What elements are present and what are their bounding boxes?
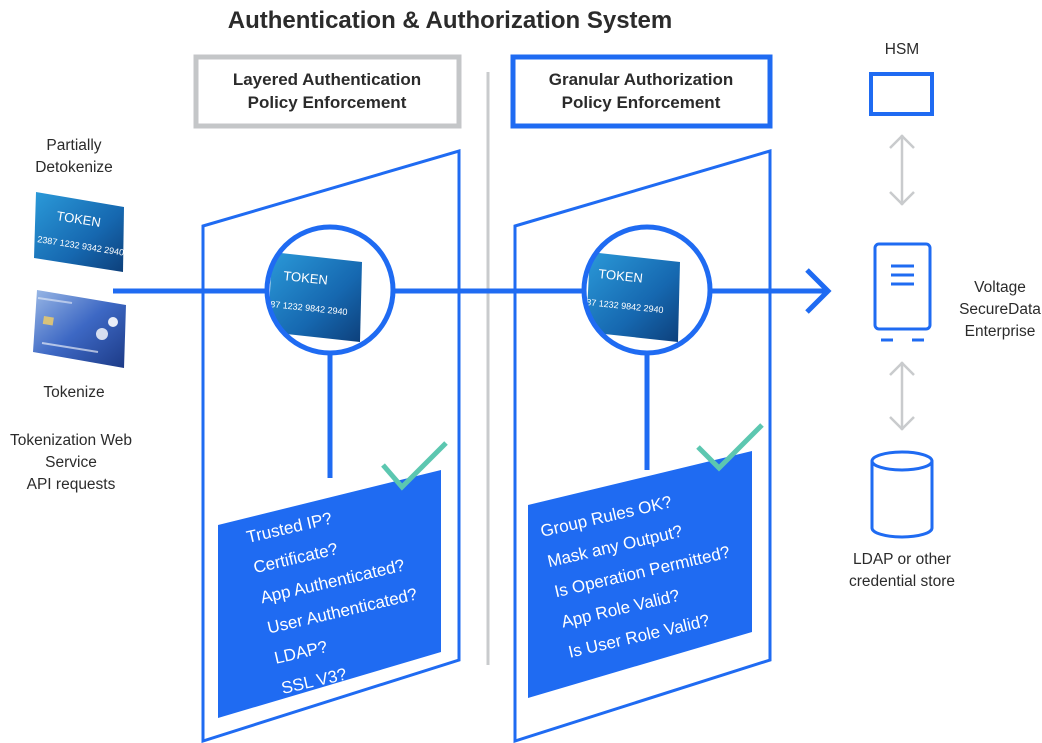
auth-lens-circle: [264, 224, 396, 356]
token-card-icon: TOKEN 2387 1232 9342 2940: [34, 192, 125, 272]
authz-lens-circle: [581, 224, 713, 356]
double-arrow-icon: [889, 134, 915, 206]
partially-label: Partially: [46, 137, 101, 154]
ldap-line2: credential store: [849, 573, 955, 590]
credit-card-icon: [33, 290, 126, 368]
auth-panel: [201, 148, 461, 743]
ldap-line1: LDAP or other: [853, 551, 951, 568]
voltage-line3: Enterprise: [965, 323, 1036, 340]
auth-header-box: [193, 54, 462, 129]
checkmark-icon: [381, 441, 448, 491]
detokenize-label: Detokenize: [35, 159, 113, 176]
token-word: TOKEN: [283, 268, 329, 288]
service-line2: Service: [45, 454, 97, 471]
voltage-line2: SecureData: [959, 301, 1041, 318]
authz-header-line2: Policy Enforcement: [562, 93, 721, 112]
diagram-title: Authentication & Authorization System: [228, 7, 672, 34]
checkmark-icon: [696, 423, 764, 472]
auth-header-line2: Policy Enforcement: [248, 93, 407, 112]
double-arrow-icon: [889, 361, 915, 431]
service-line3: API requests: [27, 476, 116, 493]
authz-lens-token: TOKEN 87 1232 9842 2940: [584, 248, 710, 342]
authz-checks-panel: [528, 451, 752, 698]
hsm-icon: [869, 72, 934, 116]
auth-header-line1: Layered Authentication: [233, 70, 421, 89]
authz-header-line1: Granular Authorization: [549, 70, 734, 89]
token-card-word: TOKEN: [56, 208, 102, 230]
tokenize-label: Tokenize: [43, 384, 104, 401]
database-icon: [870, 450, 934, 539]
voltage-line1: Voltage: [974, 279, 1026, 296]
server-icon: [873, 242, 932, 342]
auth-checks-panel: [218, 470, 441, 718]
authz-panel: [513, 148, 772, 743]
service-line1: Tokenization Web: [10, 432, 132, 449]
hsm-label: HSM: [885, 41, 919, 58]
auth-lens-token: TOKEN 87 1232 9842 2940: [267, 248, 393, 342]
arrow-right-icon: [805, 268, 832, 314]
token-word: TOKEN: [598, 266, 644, 286]
authz-header-box: [510, 54, 773, 129]
